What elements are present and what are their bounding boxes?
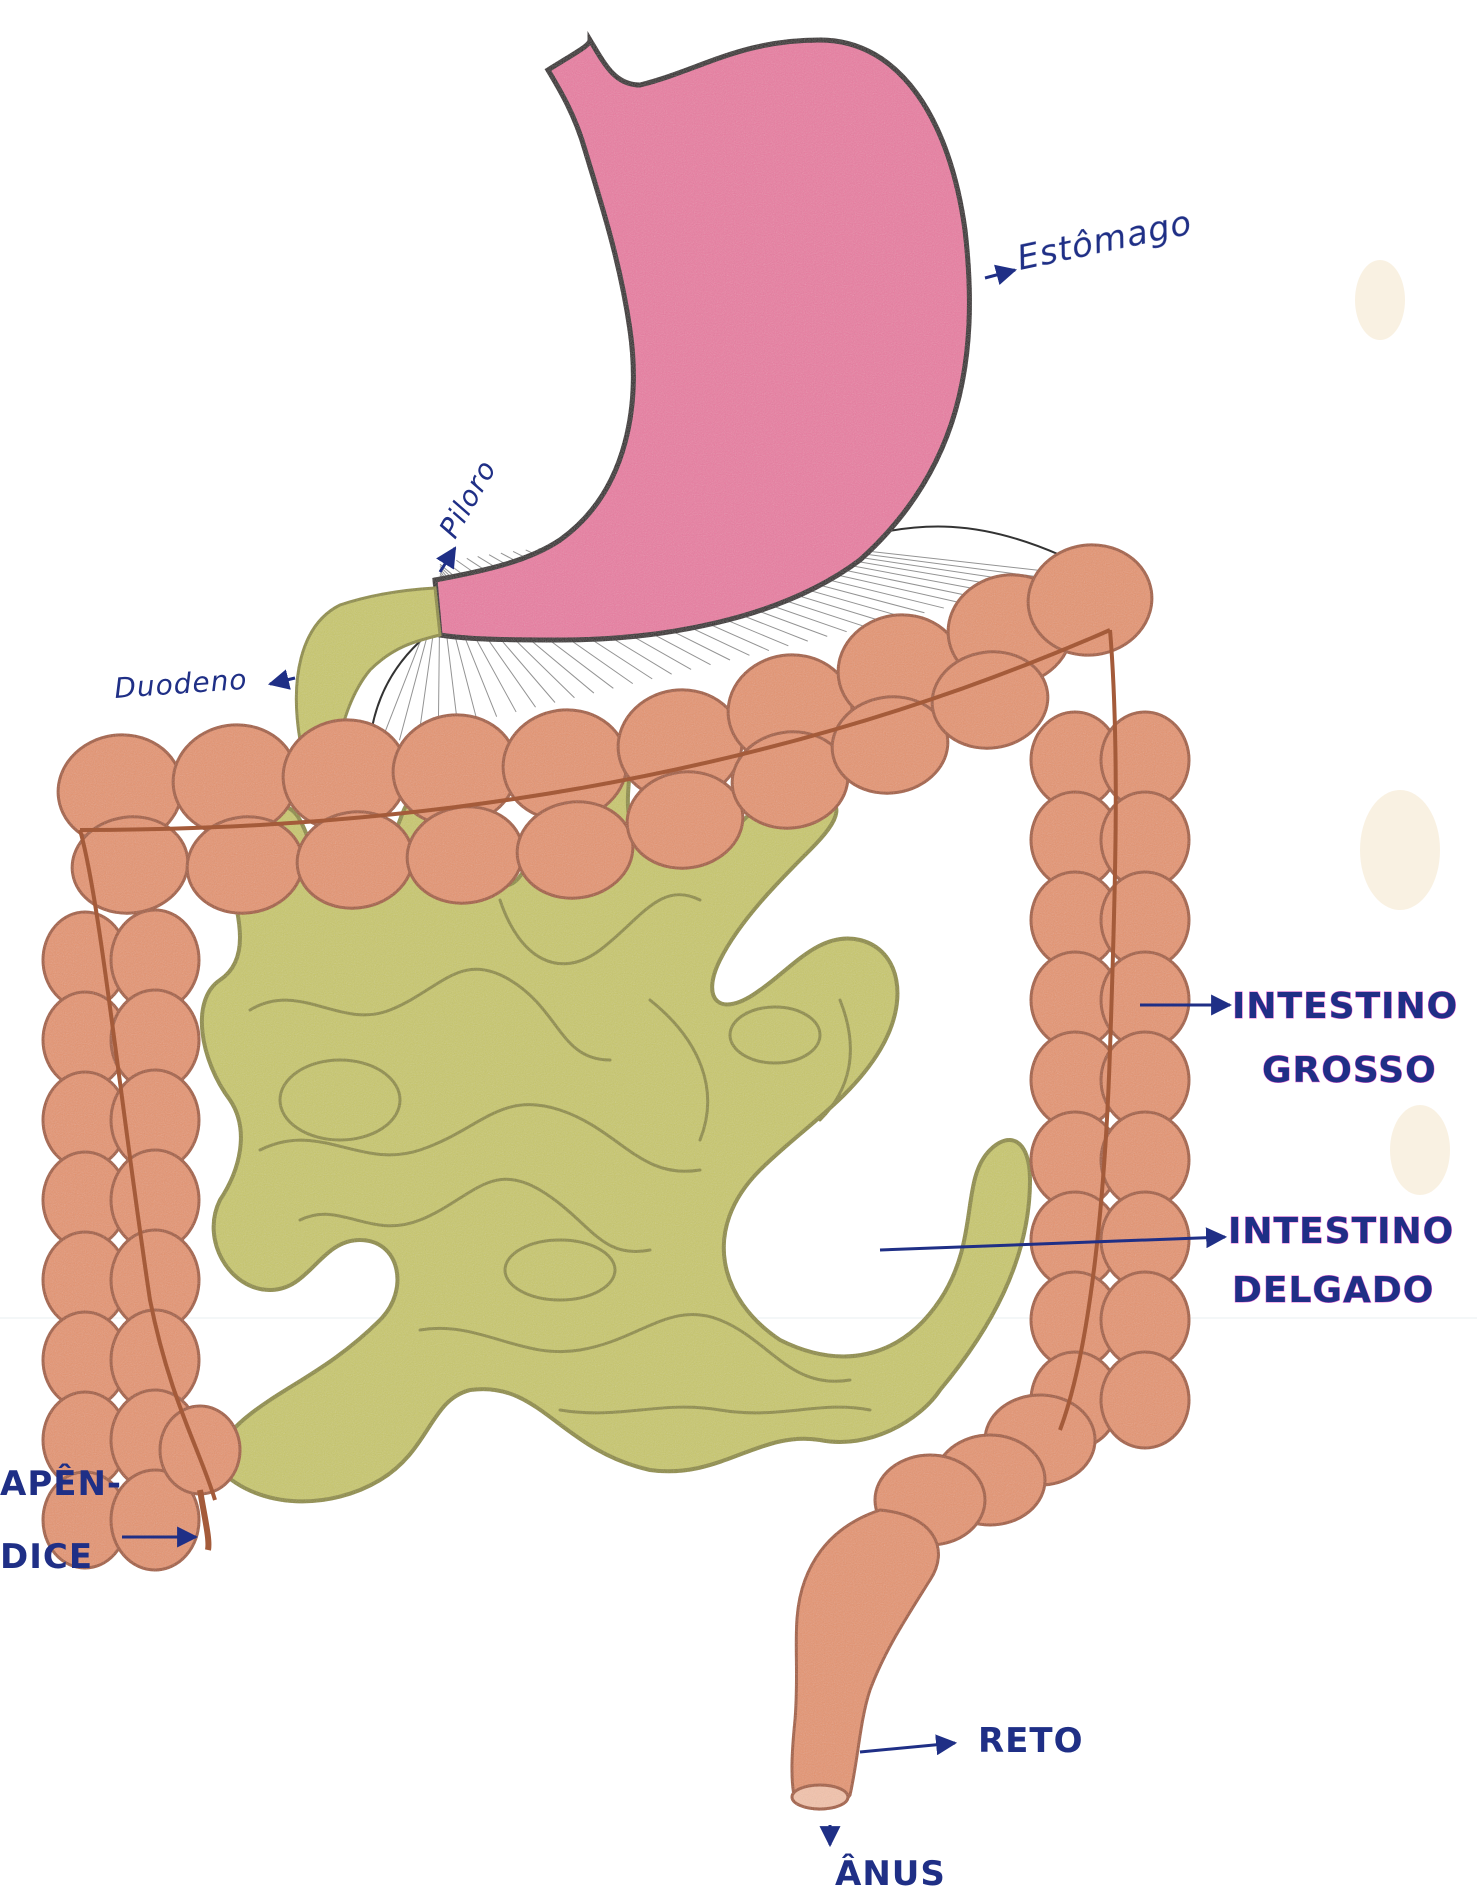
label-intestino-delgado-line2: DELGADO: [1232, 1270, 1434, 1311]
label-duodeno: Duodeno: [113, 663, 248, 705]
colon-haustrum: [1101, 1352, 1189, 1448]
label-estomago: Estômago: [1014, 203, 1196, 279]
appendix: [200, 1490, 208, 1550]
label-intestino-delgado-line1: INTESTINO: [1228, 1211, 1454, 1252]
label-apendice-line1: APÊN-: [0, 1463, 122, 1504]
label-intestino-grosso-line1: INTESTINO: [1232, 986, 1458, 1027]
rectum: [792, 1510, 939, 1809]
label-reto: RETO: [978, 1721, 1084, 1761]
colon-haustrum: [160, 1406, 240, 1494]
stomach: [435, 40, 969, 640]
label-apendice-line2: DICE: [0, 1537, 93, 1577]
label-piloro: Piloro: [432, 454, 503, 543]
label-anus: ÂNUS: [835, 1853, 946, 1892]
label-intestino-grosso-line2: GROSSO: [1262, 1050, 1437, 1091]
